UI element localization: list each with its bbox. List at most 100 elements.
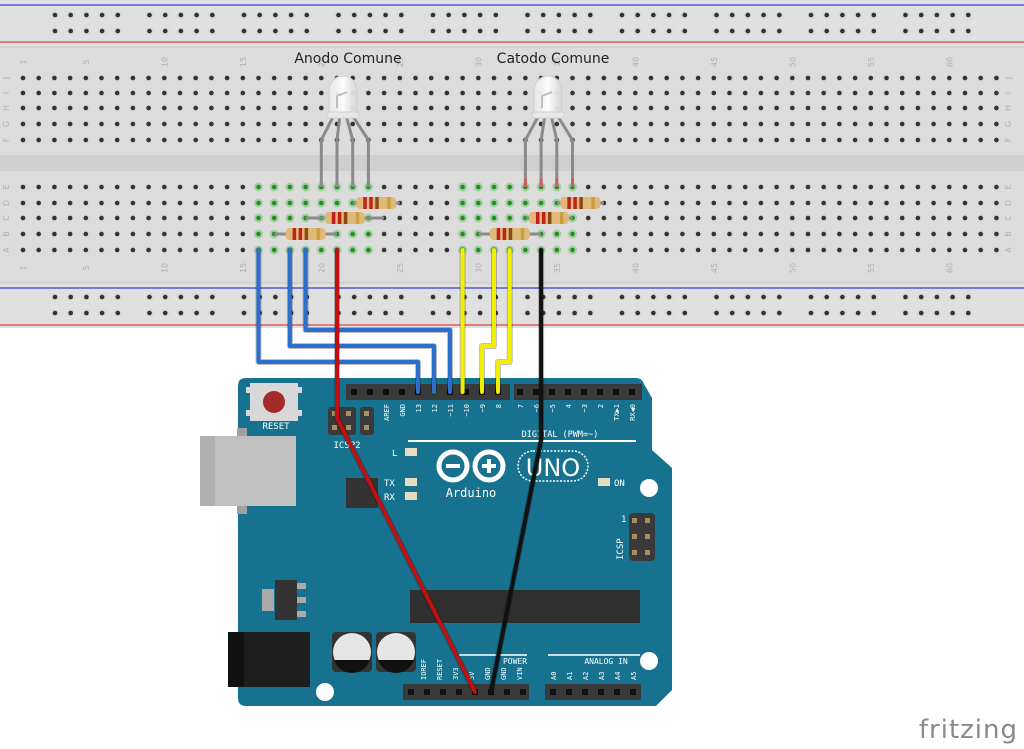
breadboard-hole[interactable] xyxy=(617,137,622,143)
rail-hole[interactable] xyxy=(52,28,58,34)
breadboard-hole[interactable] xyxy=(224,75,230,81)
breadboard-hole[interactable] xyxy=(570,75,575,81)
breadboard-hole[interactable] xyxy=(36,184,41,190)
breadboard-hole[interactable] xyxy=(130,231,136,237)
breadboard-hole[interactable] xyxy=(648,137,654,143)
breadboard-hole[interactable] xyxy=(742,247,748,253)
header-pin[interactable] xyxy=(517,389,523,395)
breadboard-hole[interactable] xyxy=(617,75,622,81)
breadboard-hole[interactable] xyxy=(413,137,418,143)
rail-hole[interactable] xyxy=(367,12,373,18)
breadboard-hole[interactable] xyxy=(413,121,418,127)
rail-hole[interactable] xyxy=(194,310,199,316)
breadboard-hole[interactable] xyxy=(758,247,764,253)
rail-hole[interactable] xyxy=(493,28,499,34)
breadboard-hole[interactable] xyxy=(397,231,403,237)
breadboard-hole[interactable] xyxy=(758,215,764,221)
rail-hole[interactable] xyxy=(934,12,940,18)
breadboard-hole[interactable] xyxy=(915,121,921,127)
breadboard-hole[interactable] xyxy=(444,105,450,111)
breadboard-hole[interactable] xyxy=(947,105,952,111)
breadboard-hole[interactable] xyxy=(742,184,748,190)
breadboard-hole[interactable] xyxy=(899,215,905,221)
rail-hole[interactable] xyxy=(745,294,751,300)
breadboard-hole[interactable] xyxy=(664,137,669,143)
rail-hole[interactable] xyxy=(162,28,168,34)
breadboard-hole[interactable] xyxy=(193,137,198,143)
breadboard-hole[interactable] xyxy=(162,215,167,221)
rail-hole[interactable] xyxy=(572,294,577,300)
breadboard-hole[interactable] xyxy=(177,75,183,81)
rail-hole[interactable] xyxy=(194,294,199,300)
rail-hole[interactable] xyxy=(934,294,940,300)
breadboard-hole[interactable] xyxy=(931,184,936,190)
breadboard-hole[interactable] xyxy=(711,90,717,96)
breadboard-hole[interactable] xyxy=(805,200,811,206)
breadboard-hole[interactable] xyxy=(899,200,905,206)
rail-hole[interactable] xyxy=(351,294,357,300)
breadboard-hole[interactable] xyxy=(585,90,591,96)
rail-hole[interactable] xyxy=(588,294,593,300)
rgb-led-common-anode[interactable] xyxy=(319,75,370,187)
breadboard-hole[interactable] xyxy=(617,247,622,253)
breadboard-hole[interactable] xyxy=(680,215,685,221)
breadboard-hole[interactable] xyxy=(601,105,607,111)
rail-hole[interactable] xyxy=(651,12,656,18)
breadboard-hole[interactable] xyxy=(852,75,858,81)
rail-hole[interactable] xyxy=(525,12,530,18)
rail-hole[interactable] xyxy=(115,28,121,34)
breadboard-hole[interactable] xyxy=(240,121,246,127)
rail-hole[interactable] xyxy=(918,310,924,316)
breadboard-hole[interactable] xyxy=(114,121,120,127)
breadboard-hole[interactable] xyxy=(711,137,717,143)
breadboard-hole[interactable] xyxy=(742,105,748,111)
breadboard-hole[interactable] xyxy=(962,137,968,143)
breadboard-hole[interactable] xyxy=(790,75,795,81)
breadboard-hole[interactable] xyxy=(99,231,104,237)
breadboard-hole[interactable] xyxy=(570,105,575,111)
breadboard-hole[interactable] xyxy=(899,184,905,190)
breadboard-hole[interactable] xyxy=(381,121,387,127)
breadboard-hole[interactable] xyxy=(507,121,512,127)
breadboard-hole[interactable] xyxy=(805,121,811,127)
breadboard-hole[interactable] xyxy=(224,200,230,206)
breadboard-hole[interactable] xyxy=(287,75,293,81)
reset-button[interactable] xyxy=(246,383,302,421)
header-pin[interactable] xyxy=(424,689,430,695)
breadboard-hole[interactable] xyxy=(444,247,450,253)
rail-hole[interactable] xyxy=(966,28,971,34)
breadboard-hole[interactable] xyxy=(224,137,230,143)
breadboard-hole[interactable] xyxy=(491,121,497,127)
breadboard-hole[interactable] xyxy=(538,200,544,206)
breadboard-hole[interactable] xyxy=(20,105,26,111)
breadboard-hole[interactable] xyxy=(303,184,308,190)
rail-hole[interactable] xyxy=(84,12,89,18)
breadboard-hole[interactable] xyxy=(130,200,136,206)
breadboard-hole[interactable] xyxy=(67,184,73,190)
breadboard-hole[interactable] xyxy=(366,105,371,111)
breadboard-hole[interactable] xyxy=(962,200,968,206)
breadboard-hole[interactable] xyxy=(413,75,418,81)
breadboard-hole[interactable] xyxy=(774,90,779,96)
breadboard-hole[interactable] xyxy=(193,90,198,96)
rail-hole[interactable] xyxy=(162,294,168,300)
breadboard-hole[interactable] xyxy=(130,75,136,81)
wire-gnd[interactable] xyxy=(489,248,544,694)
breadboard-hole[interactable] xyxy=(256,105,261,111)
breadboard-hole[interactable] xyxy=(899,247,905,253)
breadboard-hole[interactable] xyxy=(366,90,371,96)
rail-hole[interactable] xyxy=(840,294,845,300)
breadboard-hole[interactable] xyxy=(240,105,246,111)
rail-hole[interactable] xyxy=(383,294,388,300)
header-pin[interactable] xyxy=(629,389,635,395)
breadboard-hole[interactable] xyxy=(978,90,983,96)
rail-hole[interactable] xyxy=(808,310,814,316)
rail-hole[interactable] xyxy=(446,310,452,316)
rail-hole[interactable] xyxy=(351,310,357,316)
rail-hole[interactable] xyxy=(304,28,310,34)
breadboard-hole[interactable] xyxy=(162,200,167,206)
breadboard-hole[interactable] xyxy=(711,231,717,237)
breadboard-hole[interactable] xyxy=(444,121,450,127)
breadboard-hole[interactable] xyxy=(350,121,356,127)
breadboard-hole[interactable] xyxy=(915,105,921,111)
